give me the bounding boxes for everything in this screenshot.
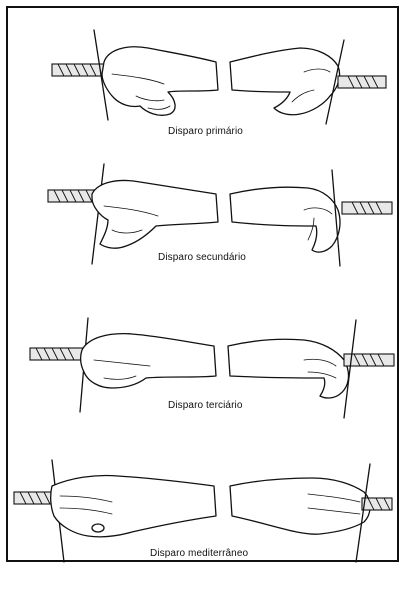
caption-secondary-release: Disparo secundário [158, 252, 246, 263]
caption-primary-release: Disparo primário [168, 126, 243, 137]
tertiary-release-illustration [8, 314, 398, 439]
hand-right [230, 478, 370, 534]
panel-secondary-release: Disparo secundário [8, 160, 397, 300]
hand-left [51, 475, 216, 536]
hand-left [102, 47, 218, 116]
figure-frame: Disparo primário Disparo secundár [6, 6, 399, 562]
panel-mediterranean-release: Disparo mediterrâneo [8, 454, 397, 594]
hand-right [228, 339, 349, 398]
caption-tertiary-release: Disparo terciário [168, 400, 243, 411]
panel-tertiary-release: Disparo terciário [8, 314, 397, 454]
panel-primary-release: Disparo primário [8, 22, 397, 162]
caption-mediterranean-release: Disparo mediterrâneo [150, 548, 248, 559]
arrow-shaft-right [338, 76, 386, 88]
hand-right [230, 48, 340, 115]
arrow-shaft-right [342, 202, 392, 214]
hand-left [92, 181, 218, 249]
hand-right [230, 187, 340, 252]
secondary-release-illustration [8, 160, 398, 285]
